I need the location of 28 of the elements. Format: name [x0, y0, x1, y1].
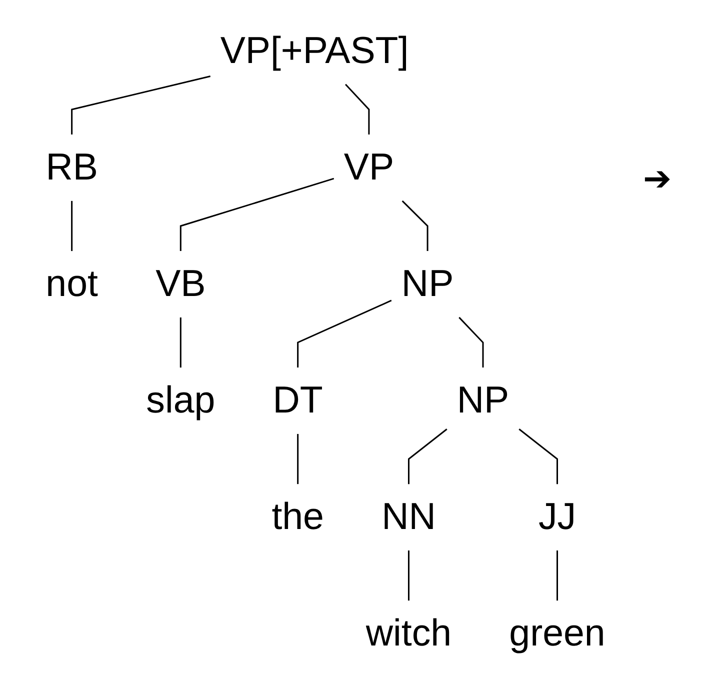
node-text: NP: [456, 380, 510, 422]
node-text: NP: [401, 264, 454, 305]
connector: [408, 428, 448, 484]
node-text: green: [509, 613, 606, 654]
connector: [180, 178, 334, 252]
node-text: VP: [344, 147, 394, 188]
connector: [180, 317, 182, 368]
node-text: JJ: [538, 496, 576, 538]
connector: [518, 428, 558, 484]
node-text: VP[+PAST]: [220, 30, 409, 72]
node-text: NN: [382, 496, 436, 538]
node-text: the: [272, 496, 324, 538]
direction-arrow: ➔: [643, 159, 672, 199]
node-text: not: [46, 264, 98, 305]
node-text: DT: [272, 380, 323, 422]
connector: [408, 550, 410, 601]
connector: [297, 300, 392, 368]
connector: [556, 550, 558, 601]
node-text: RB: [46, 147, 98, 188]
connector: [71, 76, 210, 135]
node-text: VB: [156, 264, 206, 305]
node-text: slap: [146, 380, 216, 422]
connector: [402, 200, 428, 252]
connector: [458, 316, 484, 368]
connector: [345, 84, 370, 135]
connector: [297, 434, 299, 484]
node-text: witch: [366, 613, 452, 654]
connector: [71, 200, 73, 252]
